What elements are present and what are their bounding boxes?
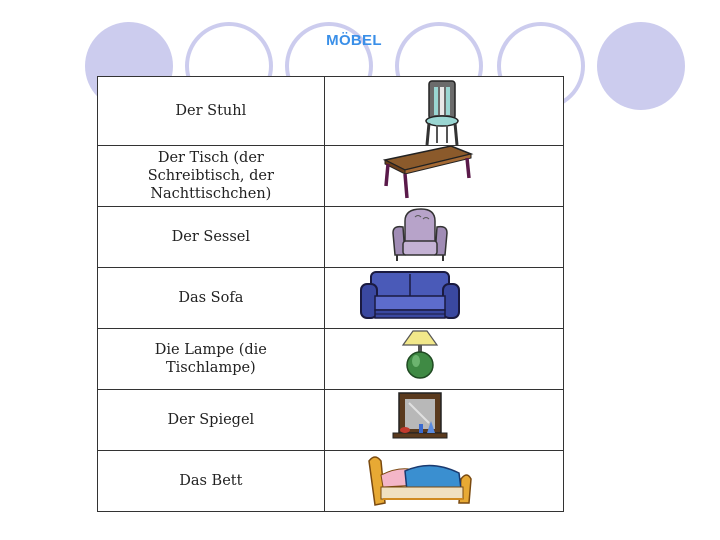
table-row: Die Lampe (die Tischlampe) — [97, 328, 565, 390]
page-title: MÖBEL — [326, 32, 382, 49]
lamp-icon — [401, 330, 438, 379]
mirror-icon — [392, 392, 448, 439]
vocabulary-table: Der Stuhl Der Tisch (der Schreibtisch, — [97, 76, 565, 512]
vocab-word: Das Bett — [179, 473, 243, 489]
table-row: Der Tisch (der Schreibtisch, der Nachtti… — [97, 145, 565, 207]
vocab-word: Die Lampe (die Tischlampe) — [154, 342, 267, 376]
vocab-word: Der Stuhl — [175, 103, 247, 119]
table-row: Das Sofa — [97, 267, 565, 329]
bed-icon — [367, 456, 472, 506]
vocab-word: Der Spiegel — [167, 412, 255, 428]
chair-icon — [424, 80, 459, 145]
table-row: Der Stuhl — [97, 76, 565, 146]
circle-decoration — [597, 22, 685, 110]
vocab-word: Der Sessel — [171, 229, 251, 245]
table-row: Der Sessel — [97, 206, 565, 268]
table-icon — [382, 146, 474, 199]
table-row: Das Bett — [97, 450, 565, 512]
sofa-icon — [359, 271, 460, 319]
table-row: Der Spiegel — [97, 389, 565, 451]
vocab-word: Das Sofa — [178, 290, 244, 306]
armchair-icon — [391, 208, 448, 261]
vocab-word: Der Tisch (der Schreibtisch, der Nachtti… — [147, 150, 274, 202]
